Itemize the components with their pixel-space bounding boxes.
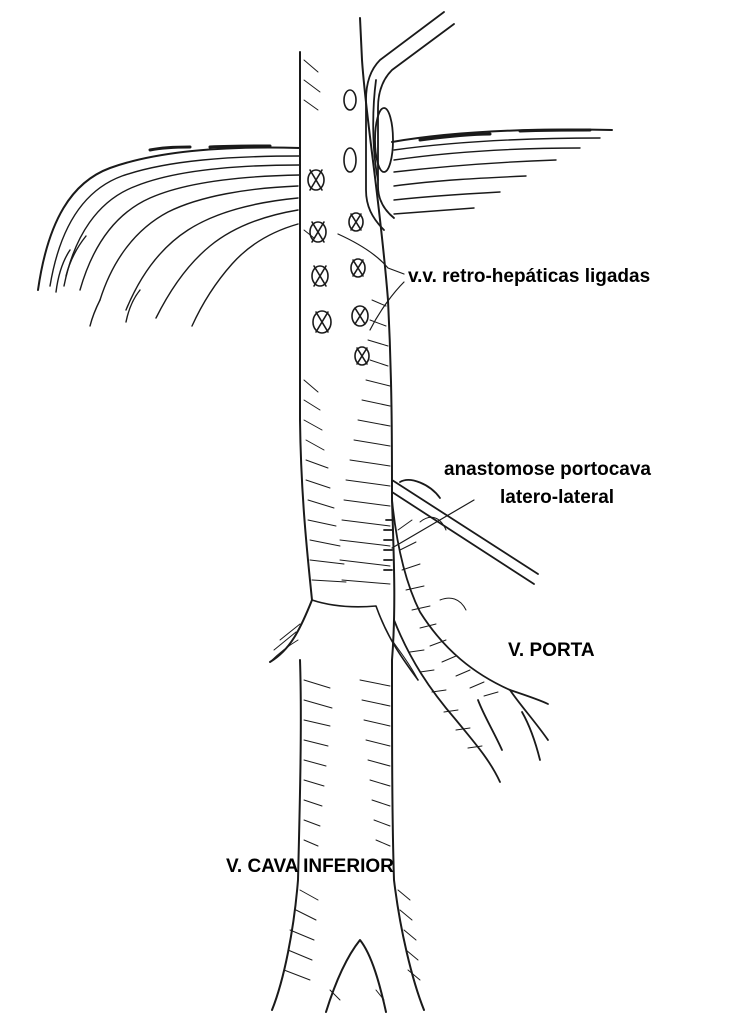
liver-left-lobe [38, 146, 300, 326]
label-retrohepatic-veins: v.v. retro-hepáticas ligadas [408, 266, 650, 288]
liver-right-lobe [392, 130, 612, 215]
ligated-veins [308, 90, 369, 365]
label-portal-vein: V. PORTA [508, 640, 595, 662]
label-anastomosis-line2: latero-lateral [500, 487, 614, 509]
label-inferior-vena-cava: V. CAVA INFERIOR [226, 856, 394, 878]
tube-top [366, 12, 454, 230]
label-anastomosis-line1: anastomose portocava [444, 459, 651, 481]
